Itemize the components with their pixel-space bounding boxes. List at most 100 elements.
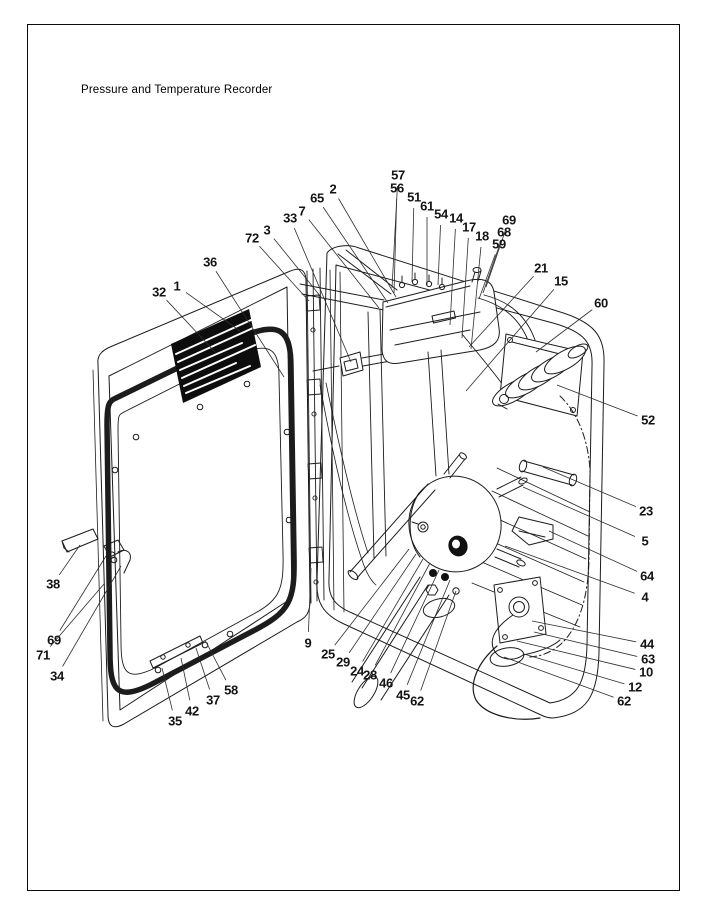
callout-number: 68: [497, 225, 511, 240]
callout-number: 52: [641, 413, 655, 428]
recorder-movement: [381, 267, 500, 364]
callout-number: 21: [534, 261, 548, 276]
page-border: [27, 24, 680, 891]
callout-number: 62: [410, 694, 424, 709]
callout-number: 57: [391, 168, 405, 183]
callout-number: 56: [390, 181, 404, 196]
figure-title: Pressure and Temperature Recorder: [81, 84, 273, 96]
callout-leader: [58, 544, 81, 576]
callout-number: 33: [283, 211, 297, 226]
callout-number: 42: [185, 704, 199, 719]
callout-leader: [504, 545, 635, 594]
support-arms: [299, 249, 430, 586]
callout-number: 17: [462, 220, 476, 235]
callout-leader: [338, 198, 397, 298]
callout-number: 9: [305, 636, 312, 651]
callout-leader: [62, 565, 122, 667]
callout-number: 10: [639, 665, 653, 680]
callout-number: 71: [36, 648, 50, 663]
callout-leader: [185, 292, 241, 332]
callout-number: 28: [363, 668, 377, 683]
callout-number: 1: [174, 279, 181, 294]
callout-leader: [308, 567, 312, 633]
callout-number: 14: [449, 211, 464, 226]
lower-cylinder: [351, 576, 450, 709]
callout-number: 29: [336, 655, 350, 670]
capillary-tube: [527, 395, 591, 658]
callout-leader: [390, 569, 440, 674]
callout-leader: [59, 555, 107, 631]
callout-leader: [465, 289, 555, 392]
callout-leader: [195, 647, 210, 690]
callout-number: 25: [321, 647, 335, 662]
callout-number: 63: [641, 652, 655, 667]
callout-leader: [449, 228, 456, 326]
callout-leader: [542, 466, 637, 508]
door-label-plate: [171, 309, 261, 403]
hinge-column: [305, 267, 325, 604]
callout-number: 23: [639, 504, 653, 519]
callout-leader: [166, 299, 216, 353]
callout-number: 34: [50, 669, 65, 684]
callout-leader: [503, 656, 614, 698]
callout-number: 15: [554, 274, 568, 289]
callout-number: 46: [379, 676, 393, 691]
callout-number: 24: [350, 664, 365, 679]
callout-leader: [215, 271, 285, 378]
callout-leader: [273, 238, 322, 298]
callout-number: 72: [245, 231, 259, 246]
callout-leader: [334, 548, 410, 646]
callout-leader: [180, 657, 191, 701]
callout-number: 5: [642, 534, 649, 549]
callout-leader: [161, 667, 173, 711]
callout-number: 65: [310, 191, 324, 206]
pen-arm-rod: [347, 483, 436, 581]
callout-leader: [523, 653, 625, 685]
callout-leader: [293, 227, 352, 363]
callout-number: 69: [47, 633, 61, 648]
callout-leader: [259, 245, 310, 302]
callout-leader: [482, 242, 501, 294]
callout-number: 36: [203, 255, 217, 270]
door-latch: [103, 539, 131, 574]
angle-bracket: [511, 516, 554, 546]
callout-number: 37: [206, 693, 220, 708]
callout-leader: [374, 562, 431, 666]
callout-leader: [393, 198, 398, 294]
callout-number: 32: [152, 285, 166, 300]
callout-leader: [322, 206, 389, 304]
callout-leader: [533, 631, 638, 657]
callout-leader: [437, 224, 441, 286]
callout-number: 7: [299, 204, 306, 219]
callout-leader: [461, 237, 469, 339]
callout-leader: [411, 207, 415, 283]
callout-number: 18: [475, 229, 489, 244]
callout-number: 12: [628, 680, 642, 695]
callout-leader: [468, 275, 534, 348]
callout-number: 2: [330, 182, 337, 197]
callout-leader: [485, 230, 506, 288]
callout-number: 62: [617, 694, 631, 709]
callout-leader: [308, 219, 380, 309]
callout-number: 51: [407, 190, 421, 205]
callout-leader: [49, 583, 105, 647]
callout-number: 59: [492, 237, 506, 252]
callout-number: 35: [168, 714, 182, 729]
callout-leader: [516, 640, 636, 670]
callout-number: 60: [594, 296, 608, 311]
callout-number: 45: [396, 688, 410, 703]
callout-number: 64: [640, 569, 655, 584]
mounting-rod: [518, 459, 578, 487]
door-handle: [61, 528, 99, 553]
callout-leader: [556, 384, 638, 417]
callout-number: 44: [640, 637, 655, 652]
callout-number: 4: [642, 590, 650, 605]
callout-number: 3: [264, 223, 271, 238]
pressure-coil: [492, 333, 589, 417]
callout-number: 54: [434, 207, 449, 222]
callout-number: 58: [224, 683, 238, 698]
junction-box: [489, 576, 561, 667]
